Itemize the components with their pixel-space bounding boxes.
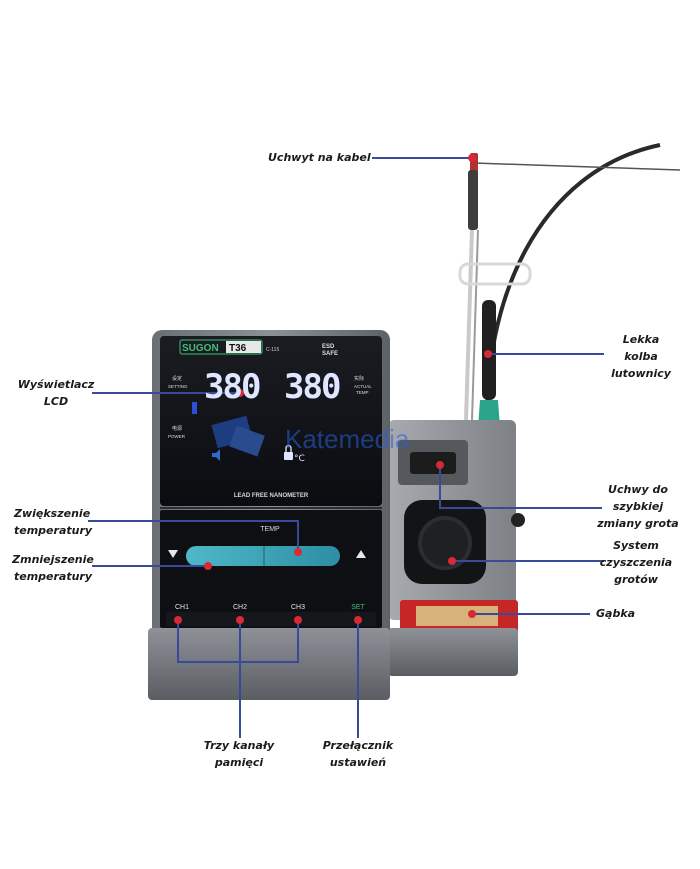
- label-memory: Trzy kanały pamięci: [203, 739, 275, 769]
- ch1-button[interactable]: CH1: [175, 604, 189, 611]
- channel-strip: [166, 612, 376, 626]
- submodel-text: C-115: [266, 347, 279, 353]
- brand-box: [179, 339, 263, 355]
- dot-temp-up: [294, 548, 302, 556]
- watermark-text: Katemedia: [285, 424, 410, 454]
- indicator-bar: [192, 402, 197, 414]
- actual-temp-display: 380: [284, 367, 340, 407]
- iron-handle: [482, 300, 496, 400]
- setting-label: SETTING: [168, 384, 188, 389]
- dot-ch2: [236, 616, 244, 624]
- label-tip-holder: Uchwy do szybkiej zmiany grota: [597, 483, 679, 530]
- unit-celsius: °C: [294, 454, 305, 464]
- leader-memory-bracket: [177, 620, 299, 663]
- label-sponge: Gąbka: [596, 607, 636, 620]
- control-panel: [160, 510, 382, 628]
- setting-cn: 设定: [172, 375, 182, 382]
- setting-temp-display: 380: [204, 367, 260, 407]
- speaker-icon: [212, 449, 220, 461]
- cable-wire: [473, 162, 681, 171]
- ch3-button[interactable]: CH3: [291, 604, 305, 611]
- dot-tip-holder: [436, 461, 444, 469]
- label-iron: Lekka kolba lutownicy: [611, 333, 671, 380]
- dot-temp-down: [204, 562, 212, 570]
- label-cleaning: System czyszczenia grotów: [599, 539, 673, 586]
- dot-cable-holder: [468, 154, 476, 162]
- temp-up-arrow-icon[interactable]: [356, 550, 366, 558]
- lcd-panel: [160, 336, 382, 506]
- callout-dots: [174, 154, 492, 624]
- ch2-button[interactable]: CH2: [233, 604, 247, 611]
- label-temp-down: Zmniejszenie temperatury: [12, 553, 94, 583]
- dot-ch1: [174, 616, 182, 624]
- brand-text: SUGON: [182, 343, 219, 354]
- label-settings: Przełącznik ustawień: [322, 739, 394, 769]
- esd-badge-bottom: SAFE: [322, 351, 338, 357]
- actual-label-2: TEMP: [356, 390, 369, 395]
- label-temp-up: Zwiększenie temperatury: [14, 507, 93, 537]
- holder-rod: [464, 229, 474, 421]
- leader-tip-holder: [439, 465, 602, 509]
- esd-badge-top: ESD: [322, 344, 335, 350]
- dot-ch3: [294, 616, 302, 624]
- actual-label-1: ACTUAL: [354, 384, 372, 389]
- sponge: [416, 606, 498, 626]
- rod-clip: [458, 262, 532, 286]
- set-button[interactable]: SET: [351, 604, 365, 611]
- power-cn: 电源: [172, 425, 182, 432]
- leader-lines: [88, 157, 604, 738]
- label-cable-holder: Uchwyt na kabel: [268, 151, 371, 164]
- iron-cable: [485, 143, 661, 441]
- temp-down-arrow-icon[interactable]: [168, 550, 178, 558]
- tagline-text: LEAD FREE NANOMETER: [234, 493, 309, 499]
- temp-label: TEMP: [260, 526, 280, 533]
- watermark-logo-icon: [211, 415, 265, 457]
- label-lcd: Wyświetlacz LCD: [17, 378, 95, 408]
- lock-icon: [284, 444, 293, 460]
- stand-knob: [511, 513, 525, 527]
- stand-base: [388, 628, 518, 676]
- dot-cleaning: [448, 557, 456, 565]
- power-label: POWER: [168, 434, 186, 439]
- actual-cn: 实际: [354, 375, 364, 382]
- dot-iron: [484, 350, 492, 358]
- dot-sponge: [468, 610, 476, 618]
- dot-set: [354, 616, 362, 624]
- dot-lcd: [236, 389, 244, 397]
- leader-temp-up: [88, 520, 299, 552]
- cable-holder-post: [468, 170, 478, 230]
- main-unit-base: [148, 628, 390, 700]
- model-text: T36: [229, 343, 247, 354]
